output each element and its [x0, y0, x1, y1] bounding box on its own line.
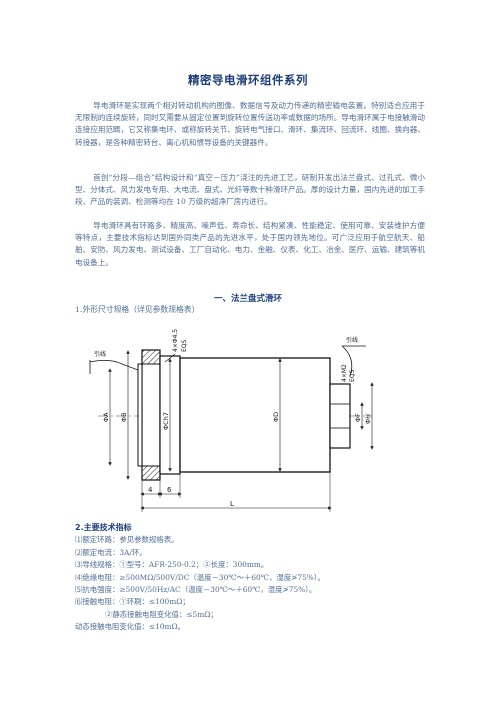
left-lead-wire: [89, 360, 139, 371]
dim-L-label: L: [230, 500, 234, 508]
hole-label: 4×Φ4.5: [172, 329, 179, 352]
dim-H-label: ΦH: [364, 414, 372, 424]
dim-C-label: ΦCh7: [162, 412, 170, 430]
intro-paragraph-2-text: 首创“分段—组合”结构设计和“真空－压力”浇注的先进工艺，研制开发出法兰盘式、过…: [75, 173, 425, 207]
hole-leader: [164, 353, 176, 363]
spec-line: ⑴额定环路：参见参数规格表。: [75, 535, 179, 545]
right-lead-wire: [341, 345, 353, 377]
dim-4-label: 4: [148, 486, 153, 494]
spec-line: ②静态接触电阻变化值：≤5mΩ；: [105, 609, 218, 619]
screw-label: 4×M2: [341, 364, 348, 382]
section-heading: 一、法兰盘式滑环: [213, 294, 282, 304]
dim-A-label: ΦA: [102, 412, 110, 422]
rotor-shaft: [329, 383, 351, 449]
spec-line: ⑷绝缘电阻：≥500MΩ/500V/DC（温度－30℃～＋60℃，湿度≯75%）…: [75, 572, 325, 582]
dim-B-label: ΦB: [120, 412, 128, 422]
spec-line: ⑸抗电强度：≥500V/50Hz/AC（温度－30℃～＋60℃，湿度≯75%）。: [75, 585, 317, 595]
right-lead-label: 引线: [346, 336, 358, 344]
intro-paragraph-3-text: 导电滑环具有环路多、精度高、噪声低、寿命长、结构紧凑、性能稳定、使用可靠、安装维…: [75, 221, 425, 267]
shaft-bore: [329, 403, 351, 429]
intro-paragraph-2: 首创“分段—组合”结构设计和“真空－压力”浇注的先进工艺，研制开发出法兰盘式、过…: [75, 172, 425, 209]
spec-line: 动态接触电阻变化值：≤10mΩ。: [75, 622, 186, 632]
flange-lip: [137, 363, 143, 467]
section-subheading: 1.外形尺寸规格（详见参数规格表）: [75, 305, 200, 314]
spec-line: ⑹接触电阻：①环刷：≤100mΩ；: [75, 597, 190, 607]
intro-paragraph-1: 导电滑环是实现两个相对转动机构的图像、数据信号及动力传递的精密输电装置。特别适合…: [75, 100, 425, 149]
page-title: 精密导电滑环组件系列: [188, 73, 308, 87]
hole-label-eqs: EQS: [181, 339, 188, 352]
specs-heading: 2.主要技术指标: [75, 523, 132, 532]
flange-body: [141, 349, 161, 481]
dim-F-label: ΦF: [354, 413, 362, 422]
screw-label-eqs: EQS: [349, 369, 356, 382]
left-lead-label: 引线: [94, 350, 106, 358]
main-body: [179, 357, 331, 473]
technical-drawing: 引线 引线 4×Φ4.5 EQS 4×M2 EQS ΦA ΦB ΦCh7 ΦD …: [89, 329, 374, 512]
dim-6-label: 6: [167, 486, 172, 494]
dim-D-label: ΦD: [272, 412, 280, 422]
intro-paragraph-1-text: 导电滑环是实现两个相对转动机构的图像、数据信号及动力传递的精密输电装置。特别适合…: [75, 101, 425, 147]
spec-line: ⑵额定电流：3A/环。: [75, 547, 147, 557]
intro-paragraph-3: 导电滑环具有环路多、精度高、噪声低、寿命长、结构紧凑、性能稳定、使用可靠、安装维…: [75, 220, 425, 269]
flange-hatch-top: [141, 349, 161, 365]
flange-hatch-bottom: [141, 465, 161, 481]
technical-specs: 2.主要技术指标 ⑴额定环路：参见参数规格表。 ⑵额定电流：3A/环。 ⑶导线规…: [75, 522, 435, 634]
spec-line: ⑶导线规格：①型号：AFR-250-0.2；②长度：300mm。: [75, 560, 269, 570]
